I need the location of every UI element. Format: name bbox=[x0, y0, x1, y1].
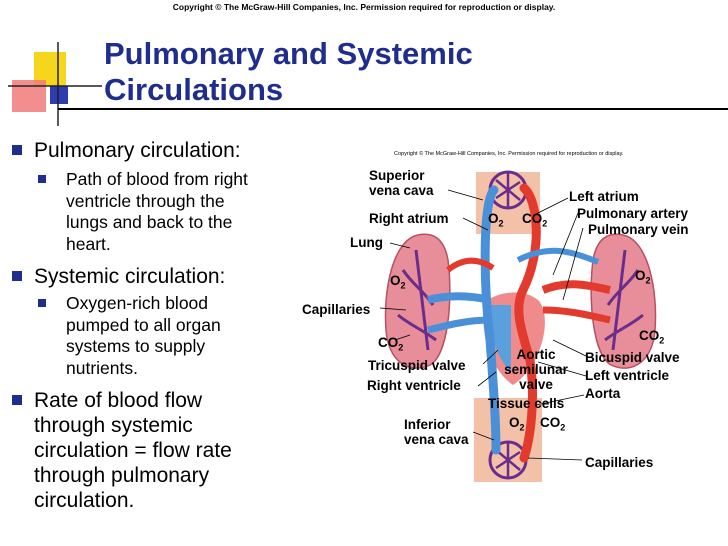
subscript: 2 bbox=[498, 218, 504, 229]
sub-bullet-text: Oxygen-rich blood pumped to all organ sy… bbox=[66, 293, 221, 379]
text-line: Rate of blood flow bbox=[34, 389, 203, 412]
label-right-ventricle: Right ventricle bbox=[367, 378, 461, 393]
title-divider bbox=[58, 108, 728, 110]
circulation-illustration bbox=[379, 170, 657, 482]
bullet-marker bbox=[12, 271, 22, 281]
gas-symbol: O bbox=[635, 268, 646, 283]
title-line-1: Pulmonary and Systemic bbox=[104, 36, 473, 71]
text-line: circulation = flow rate bbox=[34, 439, 232, 462]
label-o2-top: O2 bbox=[488, 211, 504, 232]
text-line: through systemic bbox=[34, 414, 193, 437]
subscript: 2 bbox=[398, 342, 404, 353]
label-inferior-vena-cava: Inferior vena cava bbox=[404, 417, 469, 447]
text-line: pumped to all organ bbox=[66, 314, 221, 335]
sub-bullet-marker bbox=[38, 175, 46, 183]
label-tricuspid-valve: Tricuspid valve bbox=[368, 358, 466, 373]
label-right-atrium: Right atrium bbox=[369, 211, 449, 226]
sub-bullet-marker bbox=[38, 299, 46, 307]
bullet-text: Systemic circulation: bbox=[34, 265, 226, 288]
gas-symbol: CO bbox=[378, 335, 399, 350]
subscript: 2 bbox=[519, 422, 525, 433]
gas-symbol: O bbox=[390, 273, 401, 288]
gas-symbol: CO bbox=[522, 211, 543, 226]
label-line: semilunar bbox=[504, 362, 568, 377]
label-lung: Lung bbox=[350, 235, 383, 250]
label-co2-bottom: CO2 bbox=[540, 415, 565, 436]
subscript: 2 bbox=[542, 218, 548, 229]
bullet-text: Pulmonary circulation: bbox=[34, 139, 241, 162]
figure-copyright: Copyright © The McGraw-Hill Companies, I… bbox=[394, 151, 624, 157]
text-line: systems to supply bbox=[66, 336, 206, 356]
text-line: heart. bbox=[66, 233, 111, 254]
text-line: Oxygen-rich blood bbox=[66, 293, 209, 313]
title-line-2: Circulations bbox=[104, 72, 284, 107]
label-o2-left-lung: O2 bbox=[390, 273, 406, 294]
gas-symbol: CO bbox=[639, 328, 660, 343]
label-pulmonary-vein: Pulmonary vein bbox=[588, 222, 689, 237]
label-line: vena cava bbox=[404, 432, 469, 447]
label-co2-top: CO2 bbox=[522, 211, 547, 232]
text-line: nutrients. bbox=[66, 357, 138, 378]
label-aortic-semilunar-valve: Aortic semilunar valve bbox=[496, 347, 576, 392]
label-superior-vena-cava: Superior vena cava bbox=[369, 168, 434, 198]
gas-symbol: O bbox=[509, 415, 520, 430]
label-left-ventricle: Left ventricle bbox=[585, 368, 670, 383]
text-line: ventricle through the bbox=[66, 190, 225, 211]
text-line: Path of blood from right bbox=[66, 169, 248, 189]
subscript: 2 bbox=[659, 335, 665, 346]
bullet-text: Rate of blood flow through systemic circ… bbox=[34, 388, 232, 513]
circulation-diagram: Copyright © The McGraw-Hill Companies, I… bbox=[298, 140, 728, 540]
label-line: Inferior bbox=[404, 417, 451, 432]
subscript: 2 bbox=[645, 275, 651, 286]
gas-symbol: O bbox=[488, 211, 499, 226]
copyright-notice: Copyright © The McGraw-Hill Companies, I… bbox=[172, 2, 556, 12]
label-pulmonary-artery: Pulmonary artery bbox=[577, 206, 689, 221]
label-co2-left-lung: CO2 bbox=[378, 335, 403, 356]
bullet-marker bbox=[12, 395, 22, 405]
text-line: circulation. bbox=[34, 489, 135, 512]
label-line: Superior bbox=[369, 168, 425, 183]
text-line: lungs and back to the bbox=[66, 212, 233, 232]
label-co2-right-lung: CO2 bbox=[639, 328, 664, 349]
label-o2-right-lung: O2 bbox=[635, 268, 651, 289]
subscript: 2 bbox=[400, 280, 406, 291]
text-line: through pulmonary bbox=[34, 464, 210, 487]
bullet-marker bbox=[12, 145, 22, 155]
label-aorta: Aorta bbox=[585, 386, 621, 401]
label-line: Aortic bbox=[516, 347, 556, 362]
subscript: 2 bbox=[560, 422, 566, 433]
label-bicuspid-valve: Bicuspid valve bbox=[585, 350, 680, 365]
sub-bullet-text: Path of blood from right ventricle throu… bbox=[66, 169, 248, 255]
label-line: vena cava bbox=[369, 183, 434, 198]
label-line: valve bbox=[519, 377, 553, 392]
page-title: Pulmonary and Systemic Circulations bbox=[104, 36, 473, 108]
gas-symbol: CO bbox=[540, 415, 561, 430]
label-capillaries-left: Capillaries bbox=[302, 302, 371, 317]
decorative-squares-logo bbox=[8, 42, 102, 126]
label-capillaries-bottom: Capillaries bbox=[585, 455, 654, 470]
label-o2-bottom: O2 bbox=[509, 415, 525, 436]
label-tissue-cells: Tissue cells bbox=[488, 396, 565, 411]
label-left-atrium: Left atrium bbox=[569, 189, 639, 204]
